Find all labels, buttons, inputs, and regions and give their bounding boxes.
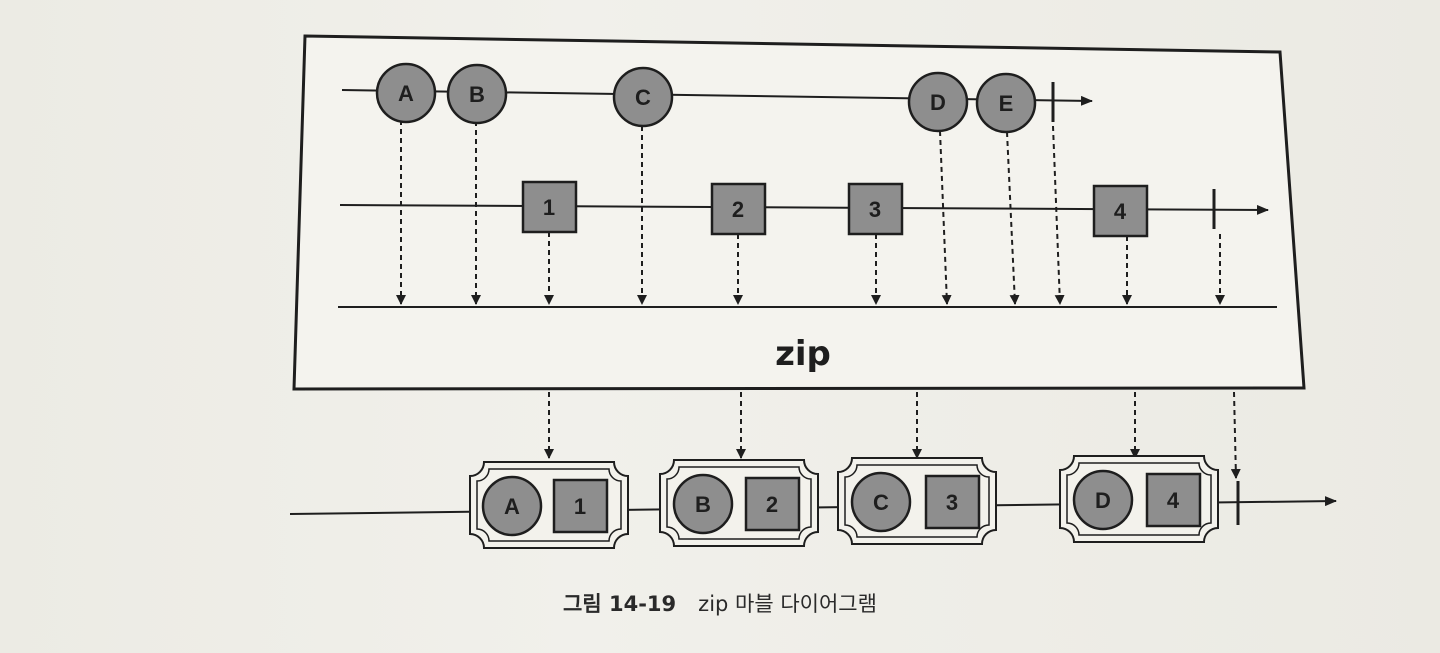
arrow-e-projection xyxy=(1006,131,1020,305)
output-pair-a1: A 1 xyxy=(469,461,629,549)
marble-4: 4 xyxy=(1092,184,1149,238)
figure-number: 그림 14-19 xyxy=(563,592,677,616)
arrow-output-complete xyxy=(1230,391,1241,479)
svg-text:E: E xyxy=(999,91,1014,116)
svg-text:B: B xyxy=(695,492,711,517)
svg-text:D: D xyxy=(1095,488,1111,513)
svg-text:2: 2 xyxy=(732,197,744,222)
svg-text:3: 3 xyxy=(946,490,958,515)
operator-label: zip xyxy=(775,334,831,374)
figure-caption: 그림 14-19 zip 마블 다이어그램 xyxy=(0,588,1440,618)
marble-c: C xyxy=(612,66,674,128)
svg-text:4: 4 xyxy=(1114,199,1127,224)
svg-text:3: 3 xyxy=(869,197,881,222)
output-pair-d4: D 4 xyxy=(1059,455,1219,543)
arrow-d-projection xyxy=(939,130,952,305)
marble-2: 2 xyxy=(710,182,767,236)
marble-b: B xyxy=(446,63,508,125)
svg-text:B: B xyxy=(469,82,485,107)
marble-3: 3 xyxy=(847,182,904,236)
svg-text:C: C xyxy=(635,85,651,110)
svg-text:1: 1 xyxy=(574,494,586,519)
figure-title: zip 마블 다이어그램 xyxy=(698,592,877,616)
marble-e: E xyxy=(975,72,1037,134)
marble-a: A xyxy=(375,62,437,124)
svg-text:A: A xyxy=(504,494,520,519)
output-stream: A 1 B 2 C 3 xyxy=(469,455,1219,549)
square-stream: 1 2 3 4 xyxy=(521,180,1149,238)
circle-stream: A B C D E xyxy=(375,62,1037,134)
svg-text:C: C xyxy=(873,490,889,515)
svg-text:D: D xyxy=(930,90,946,115)
zip-marble-diagram: zip A B C D E xyxy=(289,34,1337,549)
marble-1: 1 xyxy=(521,180,578,234)
svg-text:4: 4 xyxy=(1167,488,1180,513)
svg-text:2: 2 xyxy=(766,492,778,517)
svg-text:1: 1 xyxy=(543,195,555,220)
marble-d: D xyxy=(907,71,969,133)
arrow-circle-complete xyxy=(1052,125,1065,305)
output-pair-c3: C 3 xyxy=(837,457,997,545)
svg-text:A: A xyxy=(398,81,414,106)
output-pair-b2: B 2 xyxy=(659,459,819,547)
